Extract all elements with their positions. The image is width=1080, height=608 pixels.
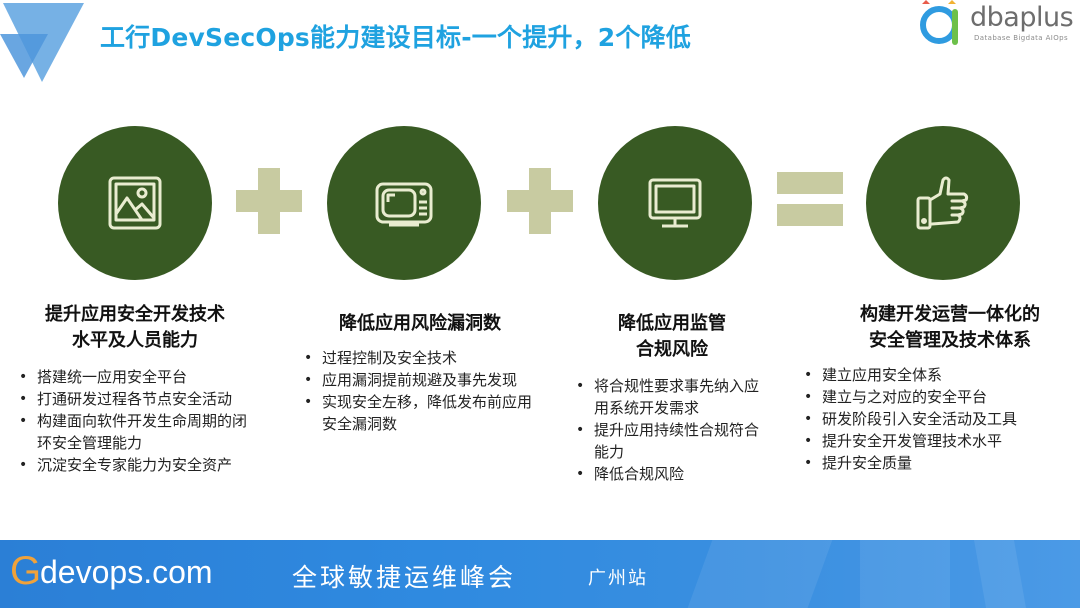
- list-item: 将合规性要求事先纳入应用系统开发需求: [572, 375, 772, 419]
- column-title: 构建开发运营一体化的 安全管理及技术体系: [800, 302, 1070, 354]
- bullet-list: 将合规性要求事先纳入应用系统开发需求 提升应用持续性合规符合能力 降低合规风险: [572, 375, 772, 485]
- gdevops-site: devops.com: [40, 554, 213, 590]
- event-city: 广州站: [588, 568, 648, 589]
- title-line: 合规风险: [636, 339, 708, 360]
- list-item: 实现安全左移，降低发布前应用安全漏洞数: [300, 391, 540, 435]
- dbaplus-brand: dbaplus Database Bigdata AIOps: [912, 0, 1080, 50]
- circle-devsecops-system: [866, 126, 1020, 280]
- title-line: 降低应用监管: [618, 313, 726, 334]
- circle-vulnerability: [327, 126, 481, 280]
- column-devsecops-system: 构建开发运营一体化的 安全管理及技术体系 建立应用安全体系 建立与之对应的安全平…: [800, 302, 1070, 474]
- bullet-list: 搭建统一应用安全平台 打通研发过程各节点安全活动 构建面向软件开发生命周期的闭环…: [15, 366, 255, 476]
- monitor-icon: [648, 178, 702, 228]
- event-name: 全球敏捷运维峰会: [292, 563, 517, 592]
- list-item: 建立与之对应的安全平台: [800, 386, 1070, 408]
- column-title: 提升应用安全开发技术 水平及人员能力: [15, 302, 255, 354]
- circle-compliance: [598, 126, 752, 280]
- brand-name: dbaplus: [970, 2, 1074, 33]
- dbaplus-a-logo-icon: [920, 0, 958, 45]
- list-item: 提升安全开发管理技术水平: [800, 430, 1070, 452]
- page-title: 工行DevSecOps能力建设目标-一个提升，2个降低: [100, 23, 691, 52]
- brand-tagline: Database Bigdata AIOps: [974, 34, 1069, 42]
- list-item: 过程控制及安全技术: [300, 347, 540, 369]
- triangles-logo-icon: [0, 3, 84, 82]
- list-item: 降低合规风险: [572, 463, 772, 485]
- bullet-list: 建立应用安全体系 建立与之对应的安全平台 研发阶段引入安全活动及工具 提升安全开…: [800, 364, 1070, 474]
- column-title: 降低应用监管 合规风险: [572, 311, 772, 363]
- title-line: 提升应用安全开发技术: [45, 304, 225, 325]
- plus-operator-1: [236, 168, 302, 234]
- list-item: 打通研发过程各节点安全活动: [15, 388, 255, 410]
- thumbs-up-icon: [916, 176, 969, 230]
- title-line: 安全管理及技术体系: [869, 330, 1031, 351]
- list-item: 研发阶段引入安全活动及工具: [800, 408, 1070, 430]
- list-item: 提升安全质量: [800, 452, 1070, 474]
- column-title: 降低应用风险漏洞数: [300, 311, 540, 337]
- circle-capability: [58, 126, 212, 280]
- list-item: 提升应用持续性合规符合能力: [572, 419, 772, 463]
- plus-operator-2: [507, 168, 573, 234]
- picture-icon: [108, 176, 162, 230]
- title-line: 水平及人员能力: [72, 330, 198, 351]
- list-item: 搭建统一应用安全平台: [15, 366, 255, 388]
- footer-banner: G devops.com 全球敏捷运维峰会 广州站: [0, 540, 1080, 608]
- column-vulnerability: 降低应用风险漏洞数 过程控制及安全技术 应用漏洞提前规避及事先发现 实现安全左移…: [300, 311, 540, 435]
- list-item: 建立应用安全体系: [800, 364, 1070, 386]
- equals-operator: [777, 172, 843, 230]
- list-item: 沉淀安全专家能力为安全资产: [15, 454, 255, 476]
- column-compliance: 降低应用监管 合规风险 将合规性要求事先纳入应用系统开发需求 提升应用持续性合规…: [572, 311, 772, 485]
- title-line: 降低应用风险漏洞数: [339, 313, 501, 334]
- tv-icon: [375, 182, 433, 227]
- list-item: 应用漏洞提前规避及事先发现: [300, 369, 540, 391]
- bullet-list: 过程控制及安全技术 应用漏洞提前规避及事先发现 实现安全左移，降低发布前应用安全…: [300, 347, 540, 435]
- gdevops-g-logo: G: [10, 549, 42, 593]
- column-capability: 提升应用安全开发技术 水平及人员能力 搭建统一应用安全平台 打通研发过程各节点安…: [15, 302, 255, 476]
- title-line: 构建开发运营一体化的: [860, 304, 1040, 325]
- list-item: 构建面向软件开发生命周期的闭环安全管理能力: [15, 410, 255, 454]
